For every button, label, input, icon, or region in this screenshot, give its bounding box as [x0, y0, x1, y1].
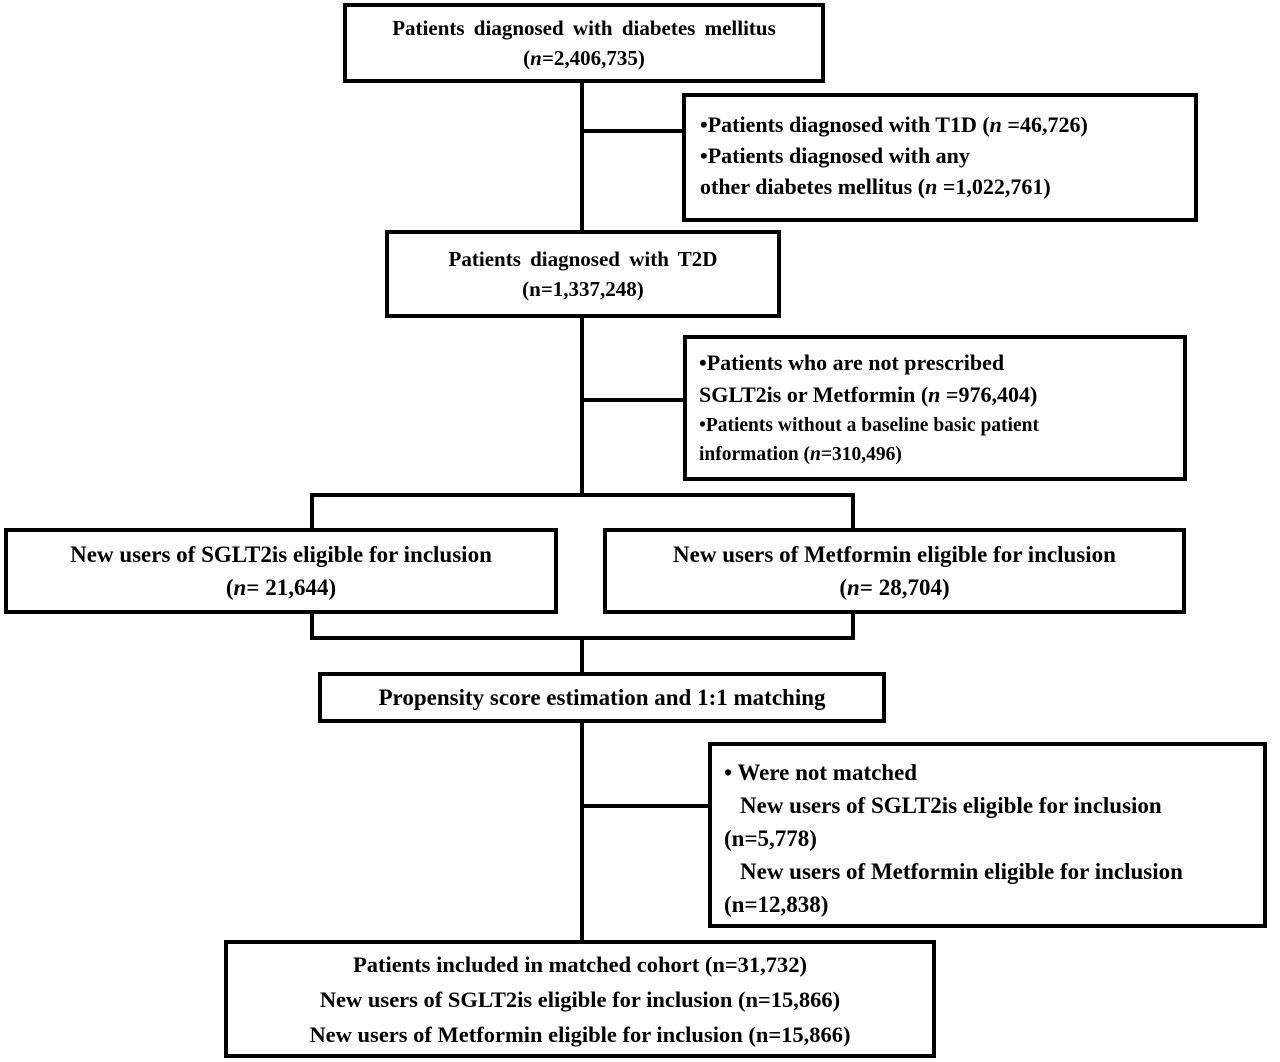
box-line: (n= 21,644) [225, 575, 337, 600]
box-line: New users of Metformin eligible for incl… [309, 1021, 851, 1047]
box-line: New users of SGLT2is eligible for inclus… [740, 793, 1162, 818]
connector-drop-metformin [851, 493, 855, 530]
box-line: •Patients who are not prescribed [699, 350, 1005, 375]
box-line: other diabetes mellitus (n =1,022,761) [700, 174, 1051, 199]
connector-merge-to-propensity [580, 636, 584, 672]
box-line: Patients diagnosed with diabetes mellitu… [392, 16, 776, 40]
flow-box-sglt2-new-users: New users of SGLT2is eligible for inclus… [4, 528, 558, 614]
connector-diabetes-to-t2d [580, 83, 584, 230]
flow-box-exclusion-not-prescribed: •Patients who are not prescribed SGLT2is… [683, 335, 1187, 481]
box-line: (n=12,838) [724, 892, 829, 917]
box-line: New users of Metformin eligible for incl… [673, 542, 1116, 567]
flow-box-not-matched: • Were not matched New users of SGLT2is … [708, 742, 1267, 928]
connector-branch-not-matched [582, 804, 708, 808]
box-line: Patients included in matched cohort (n=3… [352, 951, 808, 977]
flow-box-exclusion-t1d: •Patients diagnosed with T1D (n =46,726)… [682, 93, 1198, 222]
flow-box-diabetes-mellitus: Patients diagnosed with diabetes mellitu… [343, 3, 825, 83]
box-line: (n=1,337,248) [522, 277, 644, 301]
box-line: • Were not matched [724, 760, 918, 785]
flow-box-propensity-matching: Propensity score estimation and 1:1 matc… [318, 672, 886, 723]
flow-box-metformin-new-users: New users of Metformin eligible for incl… [603, 528, 1186, 614]
flow-box-matched-cohort: Patients included in matched cohort (n=3… [224, 940, 936, 1058]
box-line: (n=2,406,735) [523, 46, 645, 70]
box-line: •Patients diagnosed with any [700, 143, 970, 168]
connector-split-bar [310, 493, 855, 497]
connector-merge-metformin [851, 614, 855, 640]
connector-branch-exclusion-rx [582, 398, 683, 402]
connector-propensity-to-matched [580, 723, 584, 940]
connector-merge-sglt2 [310, 614, 314, 640]
flow-box-t2d: Patients diagnosed with T2D (n=1,337,248… [385, 230, 781, 318]
box-line: (n=5,778) [724, 826, 817, 851]
box-line: Propensity score estimation and 1:1 matc… [378, 684, 826, 710]
connector-branch-exclusion-t1d [582, 129, 682, 133]
box-line: •Patients diagnosed with T1D (n =46,726) [700, 112, 1088, 137]
box-line: •Patients without a baseline basic patie… [699, 415, 1039, 436]
connector-drop-sglt2 [310, 493, 314, 530]
box-line: Patients diagnosed with T2D [448, 247, 718, 271]
connector-t2d-to-split [580, 318, 584, 497]
box-line: New users of Metformin eligible for incl… [740, 859, 1183, 884]
box-line: (n= 28,704) [839, 575, 950, 600]
box-line: SGLT2is or Metformin (n =976,404) [699, 382, 1038, 407]
box-line: New users of SGLT2is eligible for inclus… [319, 986, 841, 1012]
box-line: information (n=310,496) [699, 444, 902, 465]
box-line: New users of SGLT2is eligible for inclus… [70, 542, 492, 567]
